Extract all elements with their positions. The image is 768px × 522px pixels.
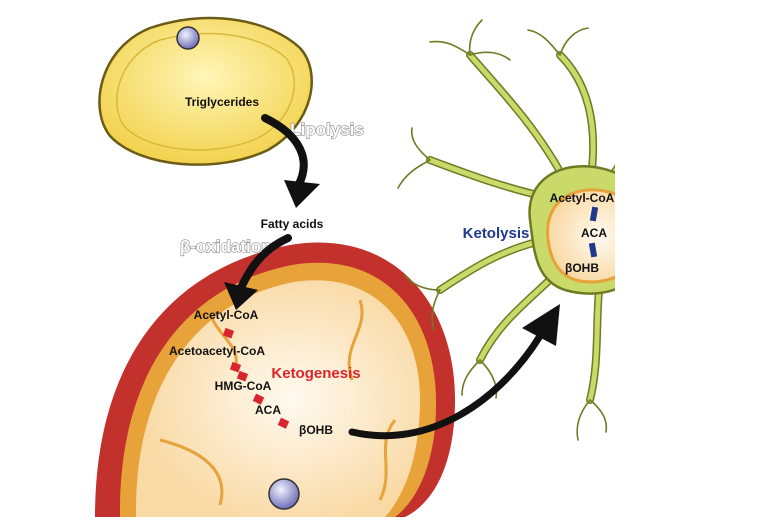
arrow-to-neuron <box>348 304 560 440</box>
triglycerides-label: Triglycerides <box>185 95 259 109</box>
neuron-acetyl-coa-label: Acetyl-CoA <box>550 191 615 205</box>
acetyl-coa-label: Acetyl-CoA <box>194 308 259 322</box>
mitochondrion-granule <box>268 478 300 510</box>
ketogenesis-label: Ketogenesis <box>271 365 360 382</box>
ketolysis-label: Ketolysis <box>463 225 530 242</box>
lipolysis-label: Lipolysis <box>290 120 364 139</box>
neuron-aca-label: ACA <box>581 226 607 240</box>
ketogenesis-steps <box>222 327 290 429</box>
fat-cell-nucleus <box>176 26 200 50</box>
ketolysis-steps <box>588 206 599 258</box>
aca-label: ACA <box>255 403 281 417</box>
acetoacetyl-coa-label: Acetoacetyl-CoA <box>169 344 265 358</box>
bohb-label: βOHB <box>299 423 333 437</box>
mitochondrion <box>95 242 455 517</box>
beta-oxidation-label: β-oxidation <box>180 237 272 256</box>
neuron <box>397 19 615 441</box>
fat-cell <box>98 16 313 166</box>
hmg-coa-label: HMG-CoA <box>215 379 272 393</box>
arrow-lipolysis <box>261 114 320 208</box>
neuron-bohb-label: βOHB <box>565 261 599 275</box>
fatty-acids-label: Fatty acids <box>261 217 324 231</box>
arrow-beta-oxidation <box>224 234 292 310</box>
